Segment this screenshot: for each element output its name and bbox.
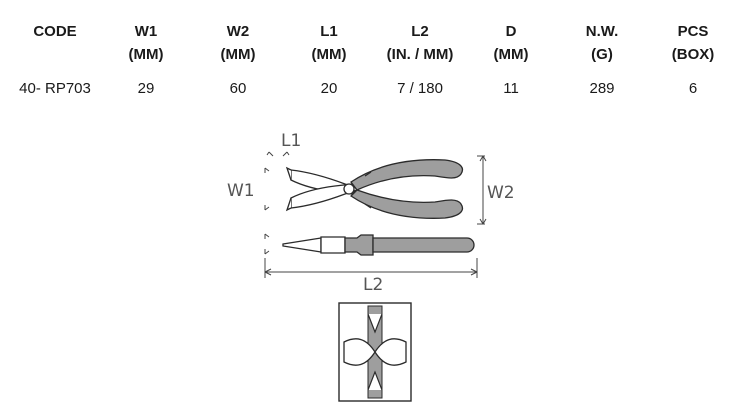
header-d: D(MM) [493,23,529,63]
w2-arrows [479,155,487,225]
w2-dimension-line [477,155,485,225]
header-nw: N.W.(G) [585,23,619,63]
cell-nw: 289 [589,80,615,97]
cell-l1: 20 [320,80,338,97]
header-w2: W2(MM) [220,23,256,63]
label-l1: L1 [281,131,301,151]
cell-w2: 60 [229,80,247,97]
cell-pcs: 6 [688,80,698,97]
pliers-top-view [285,159,464,219]
cell-d: 11 [503,80,519,97]
cell-l2: 7 / 180 [397,80,443,97]
d-bottom-tick [264,249,270,255]
label-w1: W1 [227,181,255,201]
header-pcs: PCS(BOX) [671,23,715,63]
w1-top-tick [264,167,270,173]
l1-left-arrow [266,151,274,157]
l2-arrows [264,268,478,276]
pliers-dimension-drawing: L1 W1 W2 L2 [227,131,515,295]
cutting-edge-detail [338,302,412,402]
header-l2: L2(IN. / MM) [386,23,454,63]
blade-tip-top [367,313,383,334]
header-code: CODE [33,23,77,40]
blade-tip-bottom [367,370,383,391]
label-l2: L2 [363,275,383,295]
cell-w1: 29 [137,80,155,97]
jaw-right [374,338,407,366]
l1-right-arrow [282,151,290,157]
header-w1: W1(MM) [128,23,164,63]
pliers-side-view [282,234,475,256]
l2-dimension-line [264,258,478,278]
label-w2: W2 [487,183,515,203]
w1-bottom-tick [264,205,270,211]
cell-code: 40- RP703 [19,80,91,97]
header-l1: L1(MM) [311,23,347,63]
d-top-tick [264,233,270,239]
